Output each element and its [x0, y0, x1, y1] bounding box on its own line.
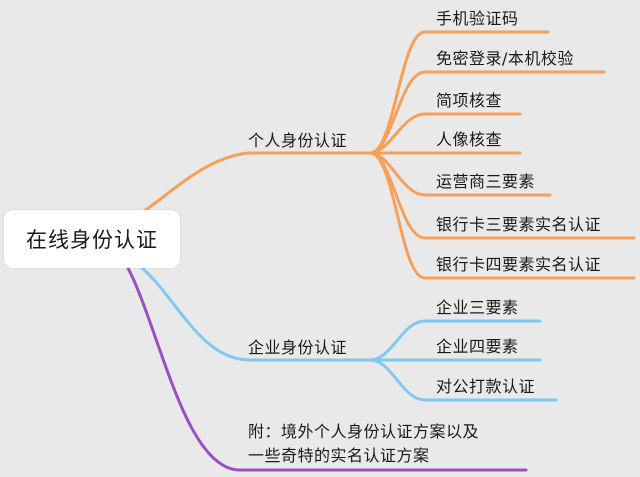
edge-root-appendix	[126, 266, 528, 472]
enterprise-child-node: 对公打款认证	[436, 377, 536, 396]
edge-root-personal	[138, 151, 372, 216]
edge-enterprise-1	[368, 319, 542, 362]
personal-child-node: 运营商三要素	[436, 172, 536, 191]
edge-root-enterprise	[140, 266, 372, 362]
personal-child-node: 免密登录/本机校验	[436, 49, 574, 68]
edge-personal-7	[368, 151, 636, 280]
enterprise-child-node: 企业四要素	[436, 337, 519, 356]
enterprise-auth-node: 企业身份认证	[248, 338, 348, 357]
edge-enterprise-3	[368, 358, 558, 402]
personal-child-node: 简项核查	[436, 91, 503, 110]
personal-child-node: 银行卡四要素实名认证	[436, 255, 602, 274]
personal-child-node: 手机验证码	[436, 9, 519, 28]
edge-personal-2	[368, 70, 606, 155]
enterprise-child-node: 企业三要素	[436, 298, 519, 317]
appendix-line-1: 附：境外个人身份认证方案以及	[248, 422, 480, 441]
personal-child-node: 银行卡三要素实名认证	[436, 215, 602, 234]
personal-child-node: 人像核查	[436, 130, 503, 149]
personal-auth-node: 个人身份认证	[248, 131, 348, 150]
root-node: 在线身份认证	[4, 210, 180, 268]
edge-personal-3	[368, 112, 522, 155]
appendix-line-2: 一些奇特的实名认证方案	[248, 446, 430, 465]
